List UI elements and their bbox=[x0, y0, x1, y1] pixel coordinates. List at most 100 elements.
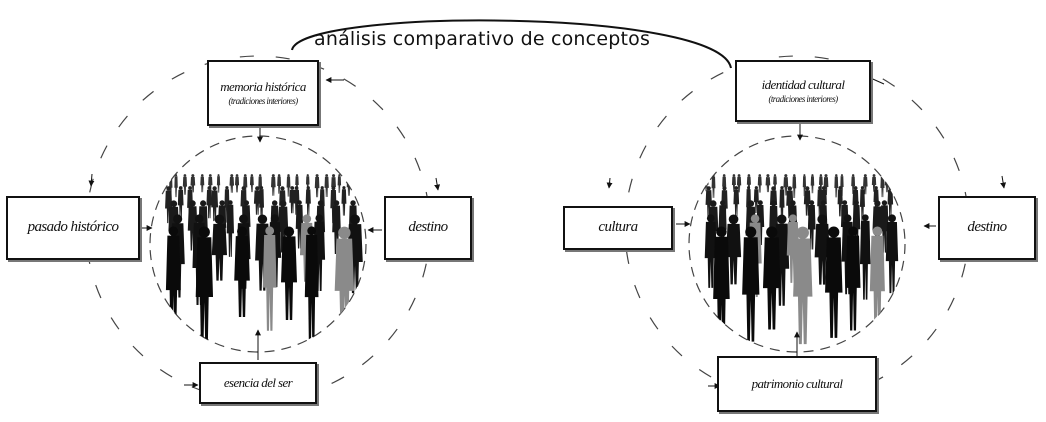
person-silhouette bbox=[859, 220, 871, 300]
person-silhouette bbox=[277, 206, 289, 253]
person-silhouette bbox=[234, 236, 250, 318]
left-arrow-ring-top-left bbox=[88, 173, 95, 187]
person-head bbox=[818, 186, 822, 190]
box-label: pasado histórico bbox=[27, 219, 119, 236]
person-head bbox=[872, 226, 883, 237]
person-head bbox=[790, 200, 796, 206]
person-silhouette bbox=[190, 177, 196, 193]
box-sublabel: (tradiciones interiores) bbox=[228, 95, 298, 106]
person-head bbox=[854, 200, 859, 206]
person-head bbox=[835, 174, 838, 177]
person-silhouette bbox=[182, 176, 188, 195]
person-silhouette bbox=[753, 189, 759, 213]
person-head bbox=[706, 214, 715, 223]
person-head bbox=[307, 226, 317, 236]
person-head bbox=[888, 214, 896, 223]
person-head bbox=[784, 174, 788, 178]
person-silhouette bbox=[722, 176, 727, 195]
person-silhouette bbox=[807, 205, 816, 250]
person-head bbox=[250, 174, 254, 177]
person-head bbox=[716, 226, 727, 238]
person-head bbox=[843, 214, 852, 223]
person-head bbox=[241, 186, 246, 191]
person-head bbox=[874, 200, 881, 207]
person-silhouette bbox=[346, 176, 352, 196]
person-head bbox=[332, 174, 336, 178]
person-head bbox=[338, 226, 351, 239]
person-silhouette bbox=[304, 234, 319, 349]
person-head bbox=[287, 174, 290, 177]
person-head bbox=[860, 186, 865, 190]
person-head bbox=[189, 200, 196, 207]
person-head bbox=[169, 174, 172, 177]
person-head bbox=[771, 186, 776, 191]
person-head bbox=[820, 200, 826, 206]
person-head bbox=[243, 200, 250, 206]
person-silhouette bbox=[818, 176, 823, 192]
right-center-circle bbox=[688, 135, 906, 353]
person-head bbox=[235, 174, 239, 177]
person-head bbox=[881, 200, 888, 206]
person-head bbox=[796, 226, 809, 239]
person-silhouette bbox=[859, 189, 865, 222]
person-head bbox=[188, 186, 192, 190]
person-silhouette bbox=[840, 176, 844, 196]
person-head bbox=[863, 174, 867, 178]
person-silhouette bbox=[845, 235, 861, 331]
person-silhouette bbox=[885, 222, 899, 294]
person-head bbox=[737, 174, 741, 177]
person-silhouette bbox=[341, 189, 347, 216]
person-head bbox=[848, 226, 858, 236]
person-head bbox=[173, 214, 183, 224]
person-head bbox=[350, 200, 356, 206]
person-silhouette bbox=[206, 189, 213, 219]
person-silhouette bbox=[208, 176, 213, 192]
box-label: esencia del ser bbox=[223, 375, 293, 391]
person-head bbox=[770, 200, 777, 207]
person-silhouette bbox=[270, 177, 276, 196]
person-silhouette bbox=[810, 176, 815, 194]
person-head bbox=[207, 186, 212, 190]
person-head bbox=[747, 186, 751, 190]
person-head bbox=[212, 186, 217, 191]
person-head bbox=[747, 174, 751, 177]
person-head bbox=[745, 226, 757, 238]
person-head bbox=[306, 174, 309, 177]
person-silhouette bbox=[887, 189, 894, 217]
person-silhouette bbox=[216, 176, 221, 193]
person-head bbox=[722, 186, 727, 191]
person-head bbox=[258, 174, 262, 177]
box-label: cultura bbox=[598, 219, 638, 236]
person-silhouette bbox=[823, 177, 829, 196]
person-head bbox=[747, 200, 755, 207]
person-silhouette bbox=[224, 189, 230, 223]
person-head bbox=[270, 214, 279, 223]
person-head bbox=[283, 226, 295, 237]
person-silhouette bbox=[871, 176, 877, 192]
person-silhouette bbox=[262, 234, 277, 331]
right-arrow-ring-top-left bbox=[606, 177, 613, 189]
person-head bbox=[732, 174, 736, 177]
person-head bbox=[257, 214, 268, 224]
person-head bbox=[803, 174, 806, 177]
person-head bbox=[183, 174, 187, 177]
person-head bbox=[819, 174, 823, 177]
person-silhouette bbox=[243, 176, 248, 197]
person-head bbox=[809, 200, 815, 206]
person-silhouette bbox=[711, 176, 716, 198]
person-silhouette bbox=[295, 204, 304, 249]
person-head bbox=[295, 174, 299, 177]
person-silhouette bbox=[249, 176, 254, 193]
person-head bbox=[342, 186, 346, 190]
person-silhouette bbox=[779, 189, 785, 223]
person-head bbox=[170, 200, 178, 208]
person-head bbox=[198, 226, 210, 238]
person-silhouette bbox=[869, 235, 885, 337]
person-head bbox=[277, 174, 281, 177]
person-head bbox=[838, 186, 842, 190]
person-head bbox=[766, 174, 770, 178]
person-head bbox=[350, 214, 360, 225]
person-silhouette bbox=[293, 189, 300, 215]
person-silhouette bbox=[305, 176, 310, 192]
person-silhouette bbox=[195, 237, 214, 346]
